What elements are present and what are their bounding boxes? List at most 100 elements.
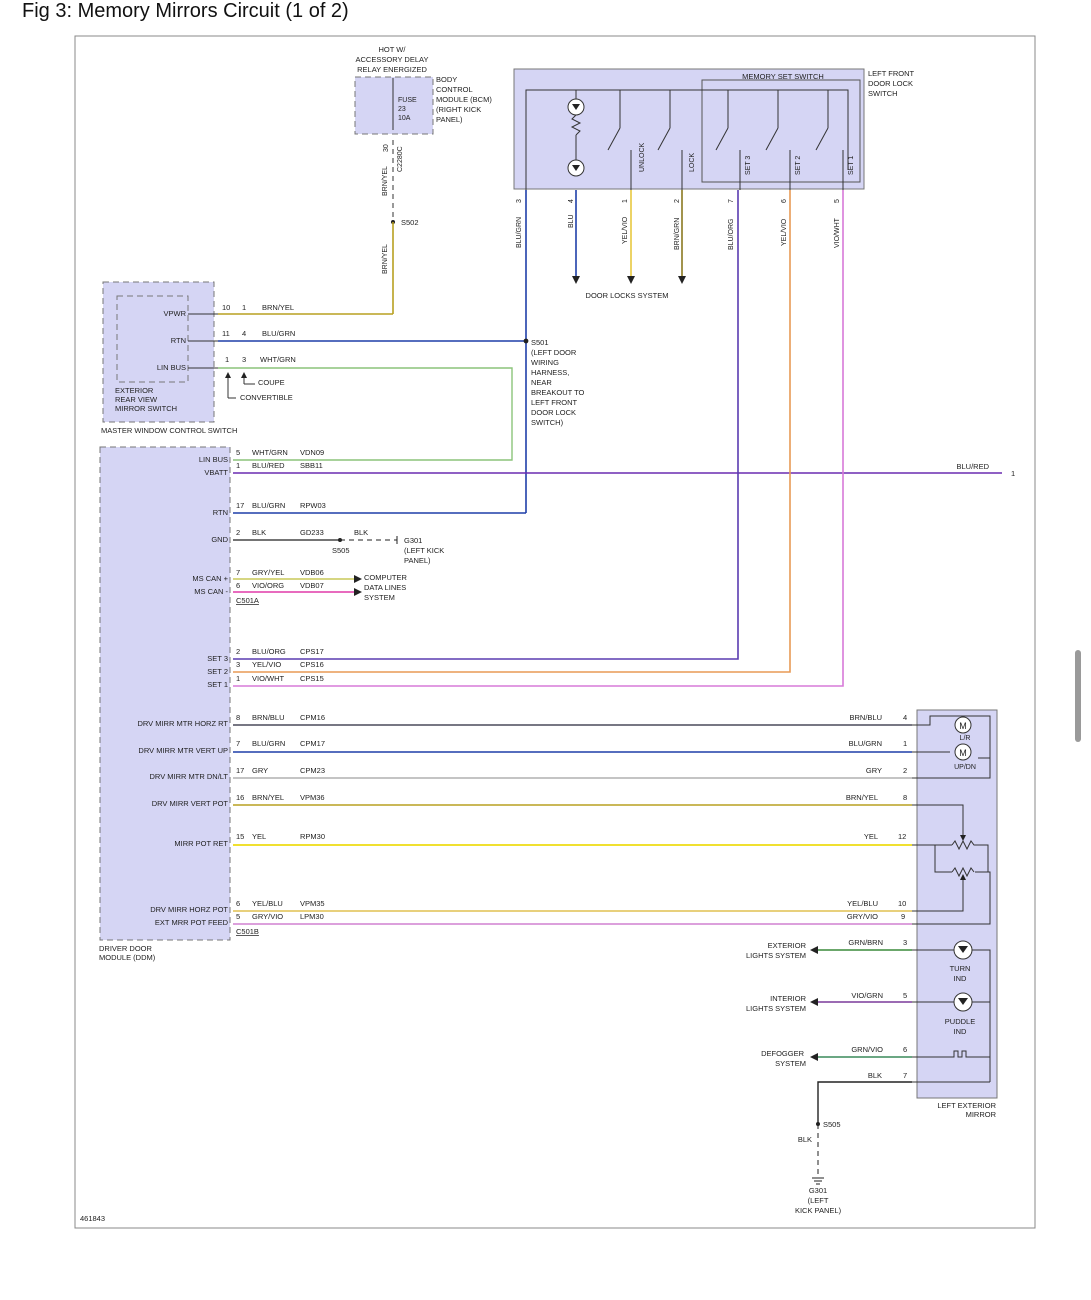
switch-label-unlock: UNLOCK bbox=[639, 142, 646, 172]
ddm-row-label: MS CAN - bbox=[194, 587, 228, 596]
pin-label: 1 bbox=[622, 199, 629, 203]
diagram-label: LIGHTS SYSTEM bbox=[746, 1004, 806, 1013]
diagram-label: BRN/YEL bbox=[252, 793, 284, 802]
ddm-row-label: DRV MIRR MTR VERT UP bbox=[138, 746, 228, 755]
diagram-label: 1 bbox=[236, 461, 240, 470]
ddm-row-label: RTN bbox=[213, 508, 228, 517]
diagram-label: 5 bbox=[236, 448, 240, 457]
heater-icon bbox=[948, 1050, 970, 1058]
pin-label: 3 bbox=[516, 199, 523, 203]
pin-label: 4 bbox=[568, 199, 575, 203]
diagram-frame bbox=[74, 35, 1036, 1229]
diagram-label: SYSTEM bbox=[775, 1059, 806, 1068]
mwcs-wire: BLU/GRN bbox=[262, 329, 295, 338]
diagram-label: GRN/VIO bbox=[851, 1045, 883, 1054]
diagram-label: GRY bbox=[252, 766, 268, 775]
diagram-label: 2 bbox=[236, 528, 240, 537]
diagram-label: 15 bbox=[236, 832, 244, 841]
diagram-label: NEAR bbox=[531, 378, 552, 387]
mwcs-pin: 1 bbox=[225, 355, 229, 364]
diagram-label: YEL/VIO bbox=[252, 660, 281, 669]
diagram-label: HARNESS, bbox=[531, 368, 569, 377]
memory-set-switch-label: MEMORY SET SWITCH bbox=[742, 72, 824, 81]
diagram-label: GRY/YEL bbox=[252, 568, 284, 577]
diagram-label: VPM36 bbox=[300, 793, 325, 802]
mwcs-wire: WHT/GRN bbox=[260, 355, 296, 364]
diagram-label: 7 bbox=[236, 568, 240, 577]
diagram-label: 7 bbox=[903, 1071, 907, 1080]
computer-data-label: DATA LINES bbox=[364, 583, 406, 592]
switch-label-lock: LOCK bbox=[689, 153, 696, 172]
connector-c501a: C501A bbox=[236, 596, 259, 605]
diagram-label: BLU/GRN bbox=[252, 739, 285, 748]
diagram-label: BLU/RED bbox=[252, 461, 285, 470]
diagram-label: SWITCH) bbox=[531, 418, 564, 427]
wire-label: BLU/GRN bbox=[516, 217, 523, 248]
diagram-label: 10 bbox=[898, 899, 906, 908]
mwcs-wire: BRN/YEL bbox=[262, 303, 294, 312]
diagram-label: 3 bbox=[236, 660, 240, 669]
vbatt-ref: 1 bbox=[1011, 469, 1015, 478]
vbatt-wire-label: BLU/RED bbox=[956, 462, 989, 471]
bcm-module-label: (RIGHT KICK bbox=[436, 105, 481, 114]
diagram-label: M bbox=[959, 748, 967, 758]
mwcs-sub-label: REAR VIEW bbox=[115, 395, 158, 404]
diagram-label: (LEFT DOOR bbox=[531, 348, 577, 357]
bcm-hot-label: ACCESSORY DELAY bbox=[356, 55, 429, 64]
mwcs-row-label: LIN BUS bbox=[157, 363, 186, 372]
wire-label: BLU bbox=[568, 214, 575, 228]
diagram-label: BLK bbox=[868, 1071, 882, 1080]
diagram-label: GRY/VIO bbox=[252, 912, 283, 921]
motor-icon bbox=[954, 716, 972, 734]
diagram-label: S501 bbox=[531, 338, 549, 347]
switch-label-set3: SET 3 bbox=[745, 156, 752, 175]
mwcs-pin: 4 bbox=[242, 329, 246, 338]
splice-s501: S501 (LEFT DOOR WIRING HARNESS, NEAR BRE… bbox=[523, 190, 585, 513]
pin-label: 7 bbox=[728, 199, 735, 203]
splice-s502: S502 bbox=[401, 218, 419, 227]
mirror-outputs: GRN/BRN 3 EXTERIOR LIGHTS SYSTEM VIO/GRN… bbox=[746, 938, 912, 1215]
diagram-label: BRN/YEL bbox=[846, 793, 878, 802]
driver-door-module: DRIVER DOOR MODULE (DDM) LIN BUS VBATT R… bbox=[99, 446, 259, 962]
diagram-label: 16 bbox=[236, 793, 244, 802]
bcm-wire-label: BRN/YEL bbox=[382, 244, 389, 274]
page-title: Fig 3: Memory Mirrors Circuit (1 of 2) bbox=[22, 0, 349, 22]
scrollbar[interactable] bbox=[1075, 650, 1081, 742]
mwcs-pin: 1 bbox=[242, 303, 246, 312]
wire-label: VIO/WHT bbox=[834, 217, 841, 248]
diagram-label: CPM16 bbox=[300, 713, 325, 722]
ddm-row-label: MIRR POT RET bbox=[174, 839, 228, 848]
door-locks-system-label: DOOR LOCKS SYSTEM bbox=[586, 291, 669, 300]
gnd-point: G301 bbox=[404, 536, 422, 545]
diagram-label: BREAKOUT TO bbox=[531, 388, 585, 397]
motor-label: UP/DN bbox=[954, 764, 976, 771]
ddm-row-label: GND bbox=[211, 535, 228, 544]
mwcs-pin: 3 bbox=[242, 355, 246, 364]
bcm-module-label: PANEL) bbox=[436, 115, 463, 124]
bcm-fuse-label: 23 bbox=[398, 106, 406, 113]
diagram-label: EXTERIOR bbox=[768, 941, 807, 950]
bcm-module-label: MODULE (BCM) bbox=[436, 95, 492, 104]
diagram-label: BLK bbox=[252, 528, 266, 537]
motor-label: L/R bbox=[960, 735, 971, 742]
diagram-label: LIGHTS SYSTEM bbox=[746, 951, 806, 960]
diagram-label: BLU/ORG bbox=[252, 647, 286, 656]
diagram-label: WIRING bbox=[531, 358, 559, 367]
diagram-label: 2 bbox=[903, 766, 907, 775]
diagram-label: CPS15 bbox=[300, 674, 324, 683]
mwcs-row-label: RTN bbox=[171, 336, 186, 345]
diagram-label: VDN09 bbox=[300, 448, 324, 457]
diagram-label: 6 bbox=[236, 581, 240, 590]
diagram-label: 12 bbox=[898, 832, 906, 841]
computer-data-label: SYSTEM bbox=[364, 593, 395, 602]
diagram-label: YEL/BLU bbox=[252, 899, 283, 908]
mirror-title: MIRROR bbox=[966, 1110, 997, 1119]
switch-label-set1: SET 1 bbox=[848, 156, 855, 175]
bcm-module: HOT W/ ACCESSORY DELAY RELAY ENERGIZED F… bbox=[354, 45, 492, 314]
diagram-label: 1 bbox=[236, 674, 240, 683]
diagram-label: YEL/BLU bbox=[847, 899, 878, 908]
diagram-label: INTERIOR bbox=[770, 994, 806, 1003]
diagram-label: 6 bbox=[903, 1045, 907, 1054]
